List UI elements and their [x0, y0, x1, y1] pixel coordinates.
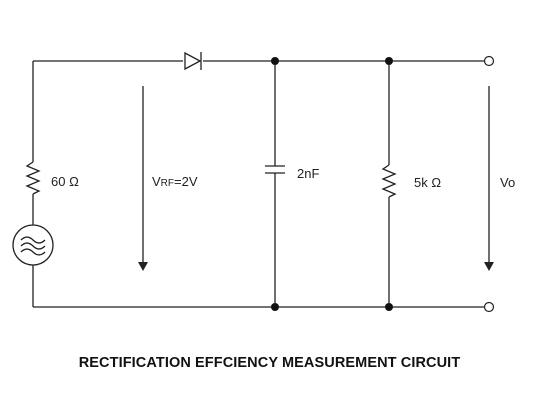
output-terminal-top — [483, 55, 495, 67]
junction-node-bottom-load — [385, 303, 393, 311]
output-terminal-bottom — [483, 301, 495, 313]
junction-node-top-cap — [271, 57, 279, 65]
diagram-caption: RECTIFICATION EFFCIENCY MEASUREMENT CIRC… — [78, 355, 461, 371]
source-resistor-symbol — [25, 161, 41, 195]
capacitor-label: 2nF — [297, 166, 319, 181]
junction-node-top-load — [385, 57, 393, 65]
junction-node-bottom-cap — [271, 303, 279, 311]
vrf-arrow — [138, 86, 148, 271]
capacitor-icon — [265, 165, 285, 174]
source-resistor-label: 60 Ω — [51, 174, 79, 189]
vrf-label: VRF=2V — [152, 174, 198, 189]
ac-source-icon — [12, 224, 54, 266]
load-resistor-symbol — [381, 164, 397, 198]
vo-arrow — [484, 86, 494, 271]
output-label: Vo — [500, 175, 515, 190]
diode-icon — [184, 51, 202, 71]
load-resistor-label: 5k Ω — [414, 175, 441, 190]
